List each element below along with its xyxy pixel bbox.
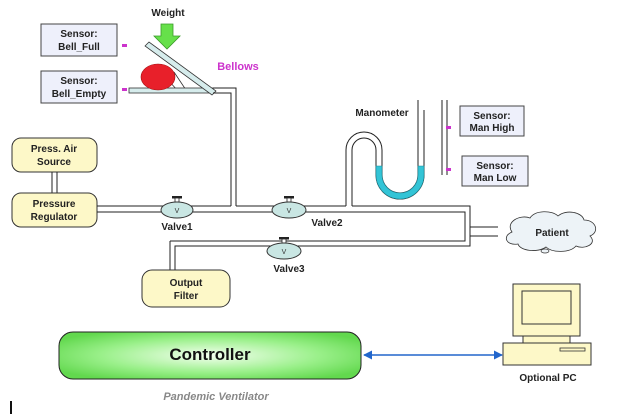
controller-box: Controller	[58, 331, 362, 380]
text-cursor	[10, 401, 12, 414]
manometer-fluid	[375, 165, 425, 200]
pc-icon	[502, 283, 592, 366]
valve-label: Valve1	[161, 222, 193, 233]
svg-text:Bell_Empty: Bell_Empty	[52, 89, 107, 100]
valve-label: Valve3	[273, 264, 305, 275]
svg-text:V: V	[175, 208, 180, 215]
valve-1[interactable]: V Valve1	[160, 196, 194, 233]
weight-label: Weight	[151, 8, 185, 19]
svg-text:Sensor:: Sensor:	[476, 161, 513, 172]
sensor-mark	[446, 126, 451, 129]
output-filter-box: Output Filter	[141, 269, 231, 308]
sensor-bell-empty: Sensor: Bell_Empty	[40, 70, 127, 104]
sensor-mark	[446, 168, 451, 171]
svg-text:Man Low: Man Low	[474, 173, 517, 184]
valve-label: Valve2	[311, 218, 343, 229]
valve-2[interactable]: V Valve2	[271, 196, 343, 229]
manometer-label: Manometer	[355, 108, 408, 119]
sensor-man-low: Sensor: Man Low	[446, 155, 529, 187]
svg-text:Sensor:: Sensor:	[473, 111, 510, 122]
sensor-man-high: Sensor: Man High	[446, 105, 525, 137]
svg-text:Press. Air: Press. Air	[31, 144, 77, 155]
svg-text:Sensor:: Sensor:	[60, 76, 97, 87]
sensor-mark	[122, 44, 127, 47]
manometer	[345, 110, 425, 206]
svg-text:Man High: Man High	[470, 123, 515, 134]
svg-text:Filter: Filter	[174, 291, 199, 302]
pc-label: Optional PC	[519, 373, 576, 384]
sensor-bell-full: Sensor: Bell_Full	[40, 23, 127, 57]
bellows-label: Bellows	[217, 61, 259, 73]
sensor-mark	[122, 88, 127, 91]
bellows	[128, 41, 217, 96]
svg-text:Source: Source	[37, 157, 71, 168]
diagram-caption: Pandemic Ventilator	[163, 391, 269, 403]
svg-text:Patient: Patient	[535, 228, 569, 239]
weight-arrow-icon	[153, 23, 181, 50]
svg-text:Regulator: Regulator	[31, 212, 78, 223]
valve-3[interactable]: V Valve3	[266, 237, 305, 275]
svg-text:Controller: Controller	[169, 345, 251, 364]
pipe	[213, 87, 237, 206]
svg-text:Sensor:: Sensor:	[60, 29, 97, 40]
bellows-ball	[140, 63, 176, 91]
patient-cloud: Patient	[505, 211, 597, 254]
air-source-box: Press. Air Source	[11, 137, 98, 173]
svg-text:V: V	[282, 249, 287, 256]
svg-text:V: V	[287, 208, 292, 215]
svg-text:Output: Output	[170, 278, 203, 289]
svg-text:Bell_Full: Bell_Full	[58, 42, 100, 53]
pressure-regulator-box: Pressure Regulator	[11, 192, 98, 228]
svg-text:Pressure: Pressure	[33, 199, 76, 210]
